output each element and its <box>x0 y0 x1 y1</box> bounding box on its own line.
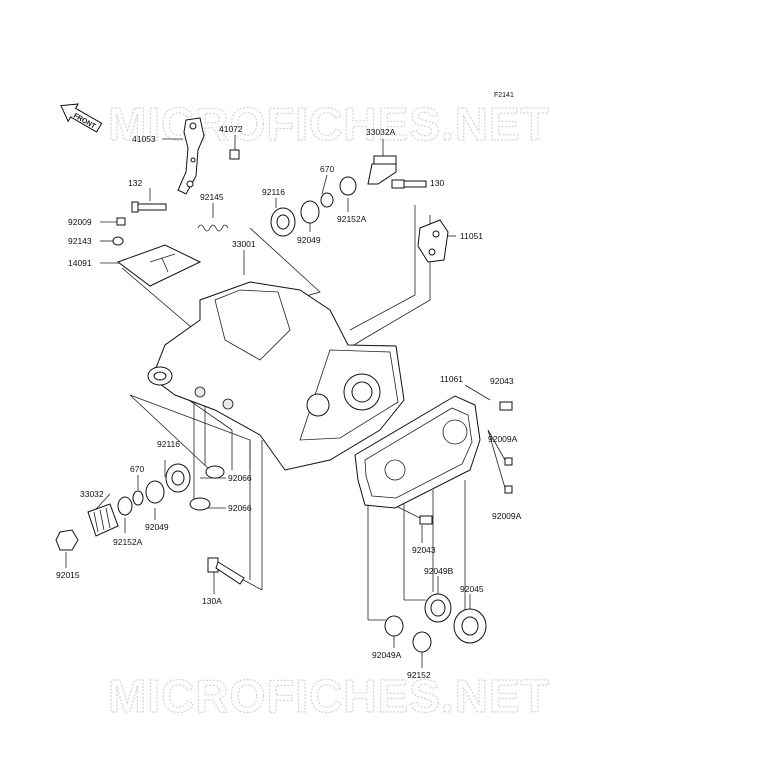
collar-92152A-top-part <box>339 176 357 196</box>
bolt-92009-part <box>116 217 126 226</box>
label-92152: 92152 <box>407 670 431 680</box>
shaft-33032-part <box>87 503 119 537</box>
washer-92143-part <box>112 236 124 246</box>
label-92049-mid: 92049 <box>145 522 169 532</box>
bolt-130-part <box>391 179 427 189</box>
label-92066-b: 92066 <box>228 503 252 513</box>
bolt-130A-part <box>207 557 245 585</box>
label-33032A: 33032A <box>366 127 396 137</box>
o-ring-670-top-part <box>320 192 334 208</box>
label-92049A: 92049A <box>372 650 402 660</box>
label-41072: 41072 <box>219 124 243 134</box>
label-92049B: 92049B <box>424 566 454 576</box>
label-92143: 92143 <box>68 236 92 246</box>
label-92049-top: 92049 <box>297 235 321 245</box>
label-92043-mid: 92043 <box>412 545 436 555</box>
bearing-92045-part <box>453 608 487 644</box>
plug-92066-a-part <box>205 465 225 479</box>
label-41053: 41053 <box>132 134 156 144</box>
label-92116-top: 92116 <box>262 187 285 197</box>
label-92145: 92145 <box>200 192 224 202</box>
label-92009A-bot: 92009A <box>492 511 522 521</box>
gasket-11061-part <box>354 395 481 509</box>
seal-92049A-part <box>384 615 404 637</box>
bolt-92009A-bottom-part <box>504 485 513 494</box>
label-33001: 33001 <box>232 239 256 249</box>
seal-92049-mid-part <box>145 480 165 504</box>
label-92116-mid: 92116 <box>157 439 180 449</box>
oil-seal-92116-mid-part <box>165 463 191 493</box>
nut-92015-part <box>55 529 79 551</box>
label-92009: 92009 <box>68 217 92 227</box>
label-11051: 11051 <box>460 231 483 241</box>
label-670-mid: 670 <box>130 464 144 474</box>
label-130: 130 <box>430 178 444 188</box>
cover-14091-part <box>116 244 202 287</box>
label-92009A-top: 92009A <box>488 434 518 444</box>
housing-33001-part <box>147 281 405 471</box>
bolt-92009A-top-part <box>504 457 513 466</box>
pin-92043-mid-part <box>419 515 433 525</box>
label-92152A-mid: 92152A <box>113 537 143 547</box>
shift-lever-41053-part <box>177 117 205 195</box>
oil-seal-92116-top-part <box>270 207 296 237</box>
collar-92152-part <box>412 631 432 653</box>
label-92015: 92015 <box>56 570 80 580</box>
label-11061: 11061 <box>440 374 463 384</box>
label-670-top: 670 <box>320 164 334 174</box>
label-92043-top: 92043 <box>490 376 514 386</box>
watermark-bottom: MICROFICHES.NET <box>108 670 550 722</box>
watermark-top: MICROFICHES.NET <box>108 98 550 150</box>
figure-id: F2141 <box>494 92 514 99</box>
nut-41072-part <box>229 149 240 160</box>
label-92045: 92045 <box>460 584 484 594</box>
o-ring-670-mid-part <box>132 490 144 506</box>
label-92066-a: 92066 <box>228 473 252 483</box>
pin-92043-top-part <box>499 401 513 411</box>
part-labels: 41053 41072 33032A 670 130 132 92116 921… <box>56 124 522 680</box>
bracket-11051-part <box>417 219 449 263</box>
seal-92049B-part <box>424 593 452 623</box>
plug-92066-b-part <box>189 497 211 511</box>
label-92152A-top: 92152A <box>337 214 367 224</box>
bolt-132-part <box>131 201 167 213</box>
label-130A: 130A <box>202 596 222 606</box>
label-14091: 14091 <box>68 258 92 268</box>
front-arrow-icon: FRONT <box>60 103 103 133</box>
collar-92152A-mid-part <box>117 496 133 516</box>
shaft-33032A-part <box>367 155 397 185</box>
spring-92145-part <box>197 224 229 232</box>
label-132: 132 <box>128 178 142 188</box>
label-33032: 33032 <box>80 489 104 499</box>
seal-92049-top-part <box>300 200 320 224</box>
